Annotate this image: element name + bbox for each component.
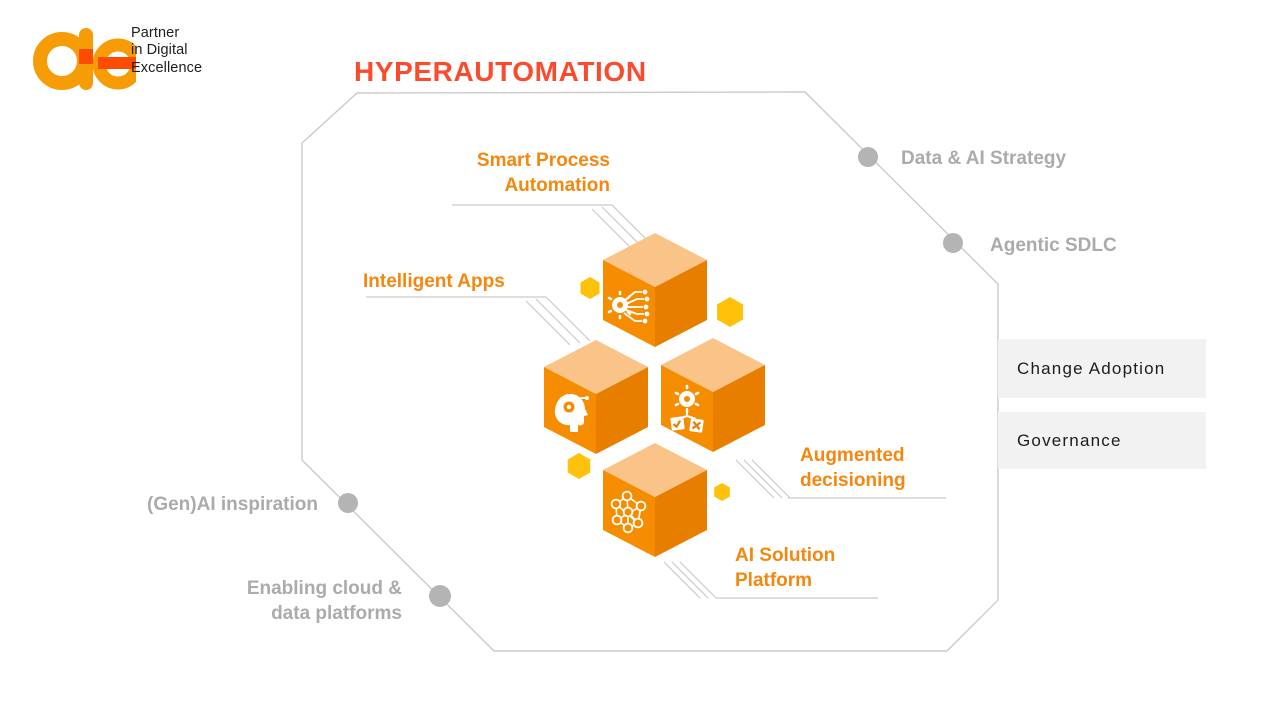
callout-lines	[366, 204, 946, 599]
hexagon-icon	[717, 297, 743, 327]
cognitive-head-icon	[554, 393, 589, 432]
logo-tagline: Partner in Digital Excellence	[131, 25, 202, 77]
neural-network-icon	[610, 490, 647, 534]
label-smart-process-automation: Smart Process Automation	[476, 150, 610, 197]
change-adoption-box: Change Adoption	[998, 339, 1206, 398]
callout-smart-process	[452, 204, 651, 248]
hexagon-icon	[567, 453, 591, 479]
label-genai-inspiration: (Gen)AI inspiration	[147, 494, 318, 515]
ring-dot-agentic-sdlc	[943, 233, 963, 253]
ae-logo-icon	[33, 28, 136, 90]
logo-tagline-line: Excellence	[131, 59, 203, 76]
cube-augmented-decisioning	[661, 338, 765, 452]
decision-gear-icon	[670, 384, 704, 433]
change-adoption-label: Change Adoption	[1017, 358, 1166, 378]
label-augmented-decisioning: Augmented decisioning	[800, 445, 906, 492]
callout-ai-platform	[663, 561, 878, 599]
hexagon-icon	[714, 483, 730, 501]
label-agentic-sdlc: Agentic SDLC	[990, 235, 1117, 256]
governance-box: Governance	[998, 412, 1206, 469]
page-title: HYPERAUTOMATION	[354, 56, 647, 87]
logo-tagline-line: in Digital	[131, 42, 188, 59]
cube-intelligent-apps	[544, 340, 648, 454]
callout-intelligent-apps	[366, 296, 591, 346]
callout-augmented	[735, 459, 946, 499]
octagon-outline	[301, 91, 999, 652]
automation-chip-icon	[607, 289, 650, 324]
ring-dots	[338, 147, 963, 607]
ring-dot-genai-inspiration	[338, 493, 358, 513]
label-intelligent-apps: Intelligent Apps	[363, 271, 505, 292]
label-ai-solution-platform: AI Solution Platform	[735, 545, 836, 592]
hexagon-accents	[567, 277, 743, 501]
label-data-ai-strategy: Data & AI Strategy	[901, 148, 1067, 169]
hexagon-icon	[580, 277, 600, 299]
ring-dot-enabling-cloud	[429, 585, 451, 607]
cube-smart-process	[603, 233, 707, 347]
label-enabling-cloud-data-platforms: Enabling cloud & data platforms	[246, 578, 402, 625]
ring-dot-data-ai-strategy	[858, 147, 878, 167]
governance-label: Governance	[1017, 430, 1122, 450]
logo-tagline-line: Partner	[131, 25, 180, 41]
cube-ai-platform	[603, 443, 707, 557]
